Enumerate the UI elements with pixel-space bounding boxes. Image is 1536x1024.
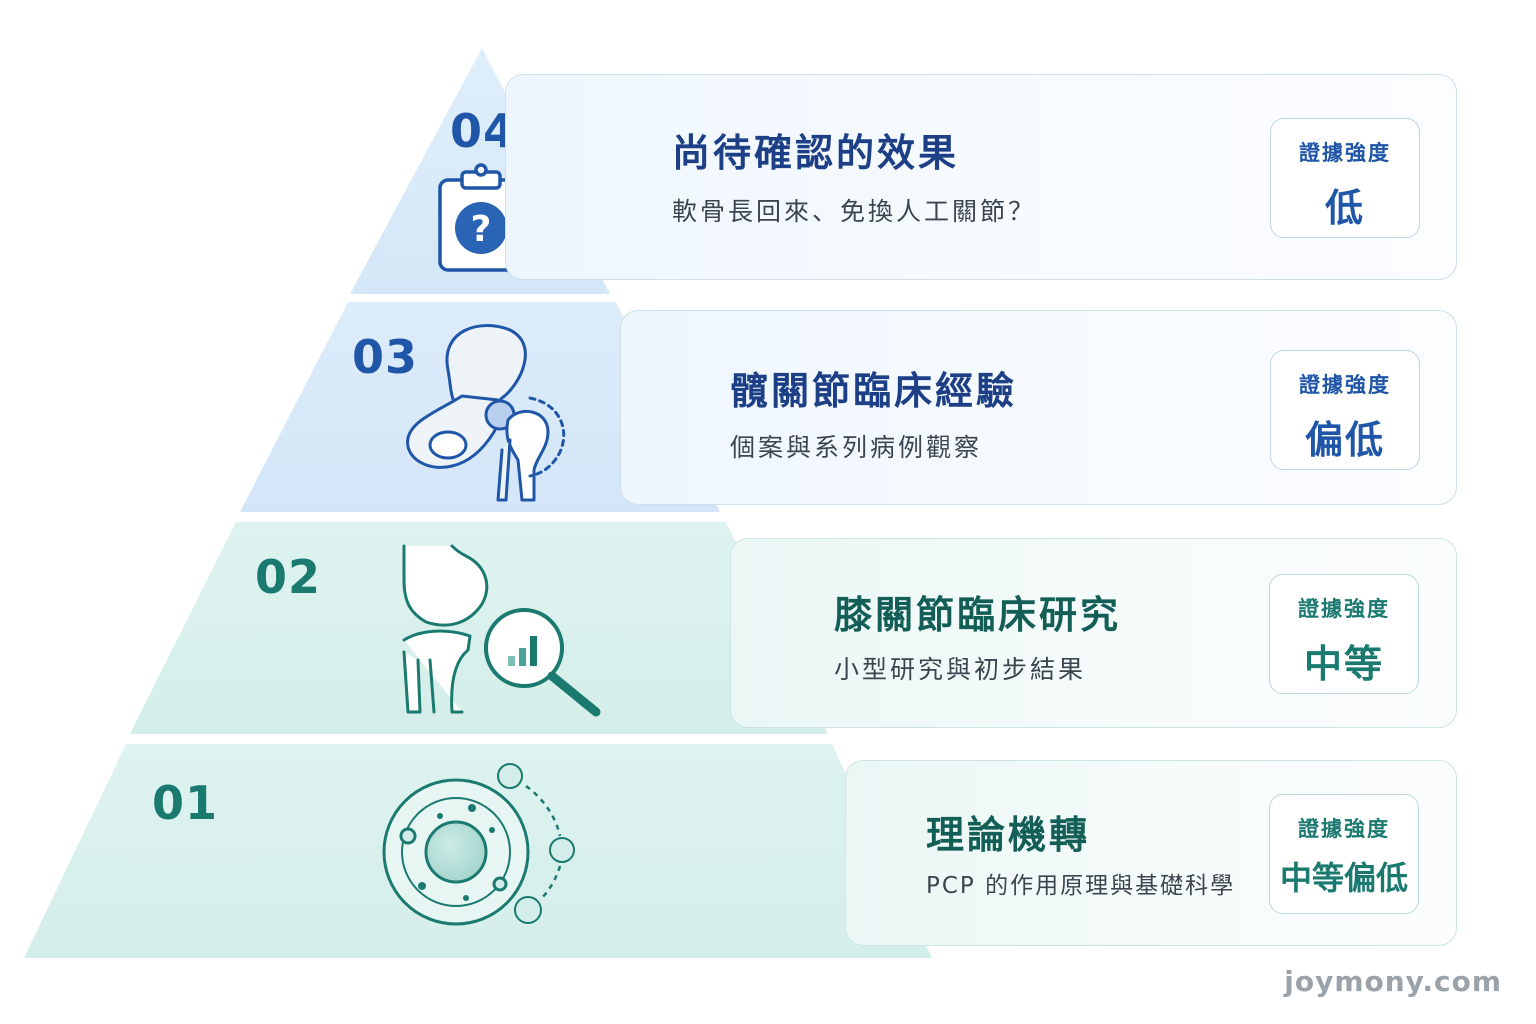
level-subtitle-01: PCP 的作用原理與基礎科學 — [926, 873, 1236, 899]
level-title-03: 髖關節臨床經驗 — [730, 369, 1018, 413]
badge-value: 中等 — [1303, 642, 1384, 686]
level-title-04: 尚待確認的效果 — [672, 131, 960, 175]
level-title-02: 膝關節臨床研究 — [834, 593, 1122, 637]
level-subtitle-04: 軟骨長回來、免換人工關節？ — [672, 197, 1037, 226]
cell-icon — [382, 763, 575, 926]
badge-value: 低 — [1324, 186, 1365, 230]
knee-joint-magnifier-icon — [402, 544, 601, 717]
level-number-01: 01 — [152, 776, 219, 830]
evidence-badge-04: 證據強度 低 — [1270, 118, 1420, 238]
badge-label: 證據強度 — [1299, 373, 1391, 397]
evidence-badge-02: 證據強度 中等 — [1269, 574, 1419, 694]
hip-joint-icon — [406, 324, 566, 502]
badge-label: 證據強度 — [1298, 597, 1390, 621]
pyramid-tier-02 — [130, 522, 828, 734]
level-number-02: 02 — [255, 550, 322, 604]
level-number-04: 04 — [450, 104, 517, 158]
badge-value: 中等偏低 — [1279, 859, 1408, 897]
evidence-badge-01: 證據強度 中等偏低 — [1269, 794, 1419, 914]
level-subtitle-03: 個案與系列病例觀察 — [730, 433, 983, 462]
evidence-badge-03: 證據強度 偏低 — [1270, 350, 1420, 470]
svg-text:?: ? — [471, 209, 492, 250]
level-number-03: 03 — [352, 330, 419, 384]
site-watermark: joymony.com — [1284, 965, 1502, 998]
badge-value: 偏低 — [1304, 418, 1385, 462]
badge-label: 證據強度 — [1299, 141, 1391, 165]
level-subtitle-02: 小型研究與初步結果 — [834, 655, 1087, 684]
clipboard-question-icon: ? — [438, 163, 524, 272]
level-title-01: 理論機轉 — [926, 813, 1091, 857]
badge-label: 證據強度 — [1298, 817, 1390, 841]
